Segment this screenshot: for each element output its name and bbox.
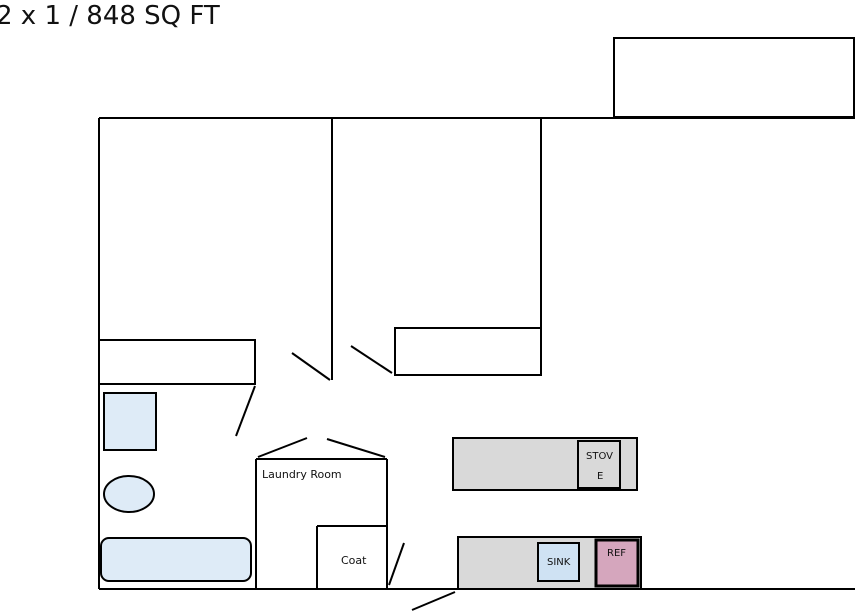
laundry-room-label: Laundry Room [262, 468, 342, 481]
coat-closet-label: Coat [341, 554, 367, 567]
bedroom1-door [291, 352, 331, 381]
bathroom-vanity [103, 392, 157, 451]
stove-label-line1: STOV [586, 451, 613, 462]
bathroom-tub [100, 537, 252, 582]
bedroom2-door [350, 345, 393, 374]
laundry-door-right [326, 438, 386, 458]
refrigerator [594, 538, 640, 588]
bathroom-toilet [103, 475, 155, 513]
sink [537, 542, 580, 582]
sink-label: SINK [547, 557, 571, 568]
stove-label-line2: E [597, 471, 603, 482]
entry-door [411, 591, 456, 611]
refrigerator-label: REF [607, 548, 626, 559]
plan-title: 2 x 1 / 848 SQ FT [0, 1, 220, 31]
balcony-box [613, 37, 855, 118]
bathroom-door [235, 385, 256, 437]
stove [577, 440, 621, 489]
laundry-door-left [257, 437, 308, 458]
bedroom2-closet [394, 327, 542, 376]
bedroom1-closet [98, 339, 256, 385]
coat-closet-door [388, 542, 405, 586]
